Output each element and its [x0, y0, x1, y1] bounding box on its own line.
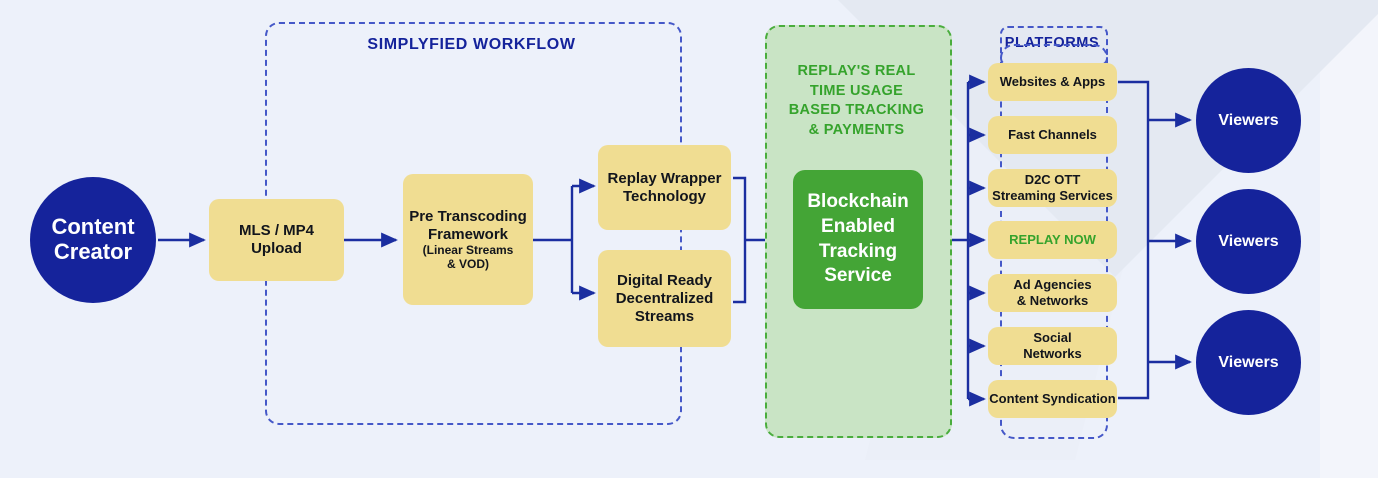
transcoding-label-line1: Pre Transcoding [409, 207, 527, 225]
platform-item-4-line2: & Networks [1016, 293, 1089, 308]
platform-item-5-line2: Networks [1023, 346, 1082, 361]
output-1-line2: Decentralized [615, 289, 714, 307]
mls-mp4-upload-box[interactable]: MLS / MP4 Upload [209, 199, 344, 281]
platform-item-0[interactable]: Websites & Apps [988, 63, 1117, 101]
platform-item-3[interactable]: REPLAY NOW [988, 221, 1117, 259]
replay-tracking-heading-line2: TIME USAGE [809, 82, 904, 99]
replay-wrapper-technology-box[interactable]: Replay Wrapper Technology [598, 145, 731, 230]
blockchain-label-line2: Enabled [821, 215, 895, 237]
digital-ready-decentralized-streams-box[interactable]: Digital Ready Decentralized Streams [598, 250, 731, 347]
content-creator-label-line1: Content [51, 214, 135, 240]
platforms-title: PLATFORMS [1004, 35, 1100, 51]
platform-item-4[interactable]: Ad Agencies& Networks [988, 274, 1117, 312]
output-1-line3: Streams [634, 307, 695, 325]
simplified-workflow-title: SIMPLYFIED WORKFLOW [367, 36, 576, 53]
upload-label-line2: Upload [251, 240, 302, 257]
viewer-node-2[interactable]: Viewers [1196, 310, 1301, 415]
replay-tracking-heading-line1: REPLAY'S REAL [797, 63, 916, 79]
pre-transcoding-framework-box[interactable]: Pre Transcoding Framework (Linear Stream… [403, 174, 533, 305]
platform-item-5-line1: Social [1033, 330, 1072, 346]
blockchain-label-line3: Tracking [818, 240, 898, 262]
platform-item-2-line2: Streaming Services [992, 188, 1113, 203]
platform-item-4-line1: Ad Agencies [1013, 277, 1092, 293]
upload-label-line1: MLS / MP4 [238, 222, 314, 239]
viewer-node-2-label: Viewers [1218, 353, 1279, 371]
blockchain-label-line1: Blockchain [807, 191, 909, 213]
output-1-line1: Digital Ready [616, 271, 713, 289]
viewer-node-0[interactable]: Viewers [1196, 68, 1301, 173]
blockchain-label-line4: Service [824, 265, 892, 287]
replay-tracking-heading-line4: & PAYMENTS [808, 121, 905, 138]
transcoding-sub-line1: (Linear Streams [422, 242, 514, 257]
platform-item-0-line1: Websites & Apps [999, 74, 1106, 90]
output-0-line1: Replay Wrapper [607, 169, 722, 187]
platform-item-6[interactable]: Content Syndication [988, 380, 1117, 418]
platform-item-2-line1: D2C OTT [1024, 172, 1081, 188]
replay-tracking-heading-line3: BASED TRACKING [788, 102, 925, 119]
blockchain-enabled-tracking-service-box[interactable]: Blockchain Enabled Tracking Service [793, 170, 923, 309]
transcoding-label-line2: Framework [427, 225, 509, 243]
transcoding-sub-line2: & VOD) [447, 256, 489, 271]
content-creator-label-line2: Creator [53, 239, 133, 264]
platform-item-3-line1: REPLAY NOW [1009, 232, 1096, 248]
platform-item-1[interactable]: Fast Channels [988, 116, 1117, 154]
platform-item-1-line1: Fast Channels [1008, 127, 1097, 143]
platform-item-6-line1: Content Syndication [989, 391, 1116, 407]
viewer-node-1[interactable]: Viewers [1196, 189, 1301, 294]
background-shape-right [1320, 0, 1378, 478]
content-creator-node[interactable]: Content Creator [30, 177, 156, 303]
replay-tracking-heading: REPLAY'S REAL TIME USAGE BASED TRACKING … [765, 62, 948, 140]
viewer-node-1-label: Viewers [1218, 232, 1279, 250]
viewer-node-0-label: Viewers [1218, 111, 1279, 129]
output-0-line2: Technology [622, 187, 707, 205]
